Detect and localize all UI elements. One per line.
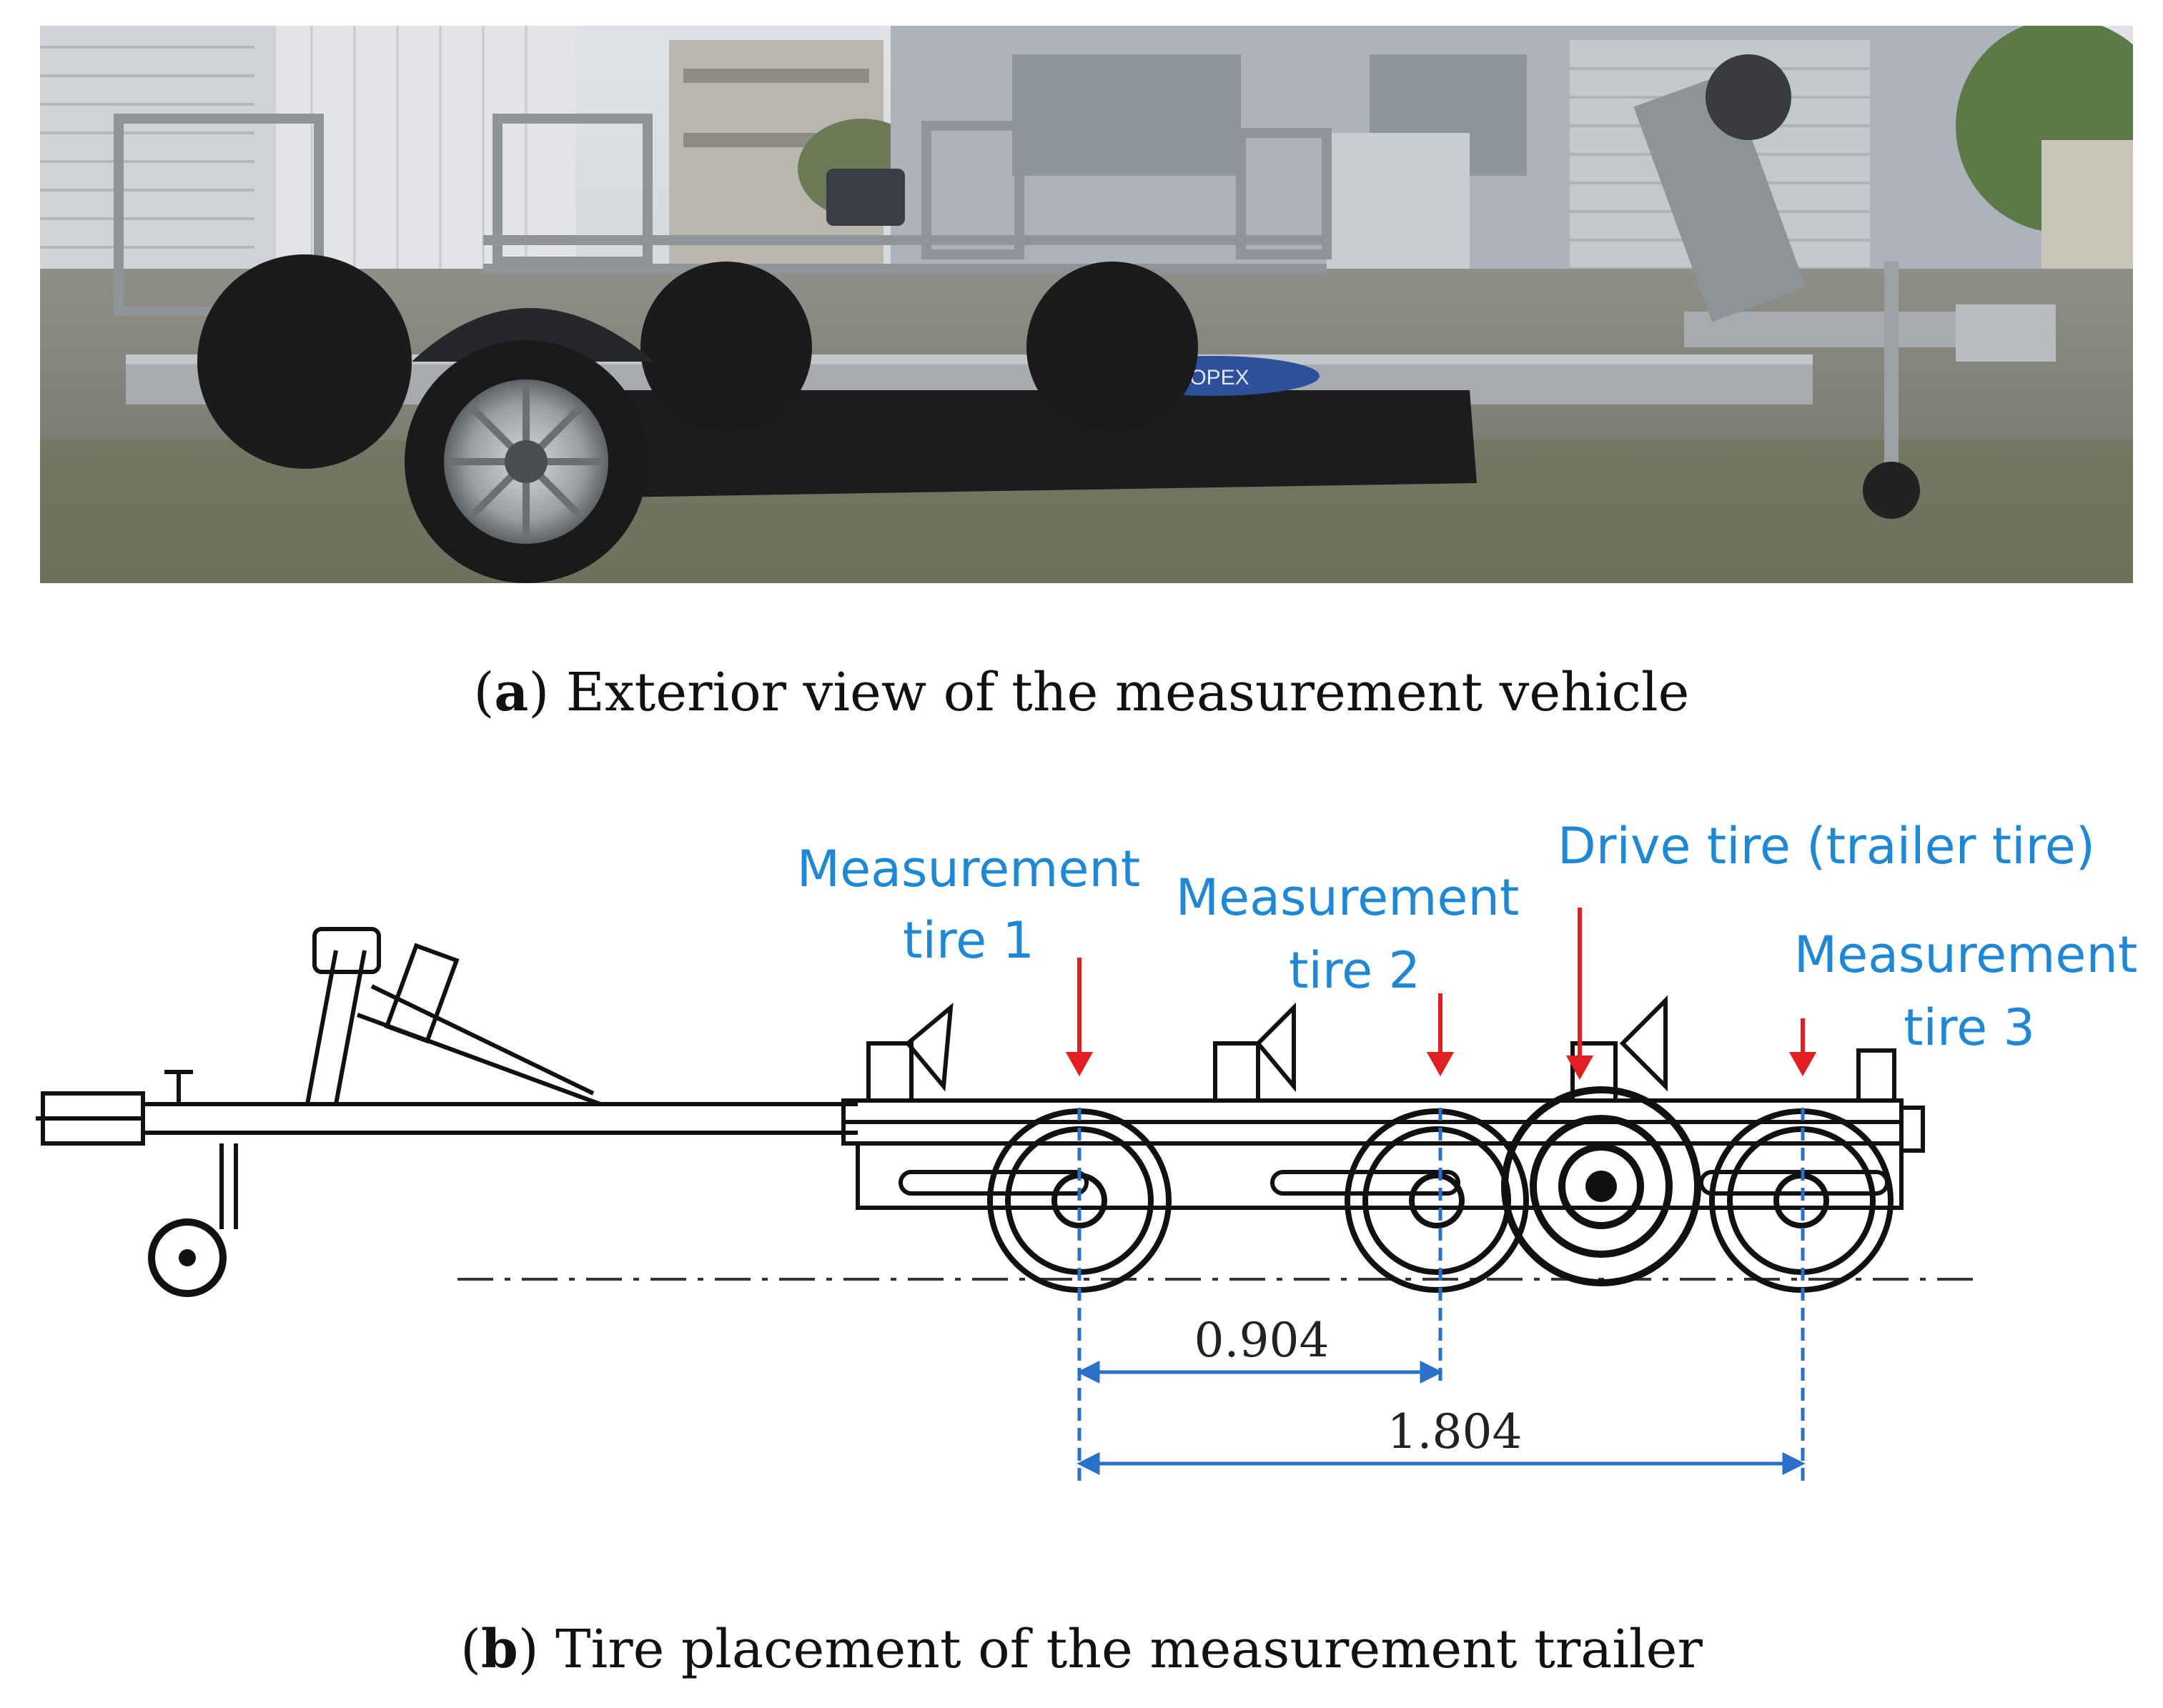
label-tire-1-line2: tire 1 — [903, 911, 1034, 970]
dimension-label-1804: 1.804 — [1387, 1404, 1523, 1459]
caption-a: (a) Exterior view of the measurement veh… — [473, 662, 1690, 723]
label-tire-2-line1: Measurement — [1176, 868, 1520, 927]
caption-b: (b) Tire placement of the measurement tr… — [460, 1619, 1703, 1680]
label-tire-3-line1: Measurement — [1794, 925, 2138, 984]
vehicle-photo: SOPEX — [40, 26, 2133, 583]
caption-a-text: Exterior view of the measurement vehicle — [565, 662, 1690, 723]
label-tire-2-line2: tire 2 — [1289, 941, 1420, 1000]
trailer-drawing: Measurement tire 1 Measurement tire 2 Dr… — [36, 817, 2138, 1486]
caption-b-text: Tire placement of the measurement traile… — [555, 1619, 1703, 1680]
label-tire-3-line2: tire 3 — [1904, 998, 2035, 1057]
trailer-chassis — [841, 995, 1925, 1210]
wheel-drive — [1501, 1086, 1701, 1286]
dimension-lines — [1076, 1108, 1806, 1486]
red-arrows — [1065, 908, 1817, 1081]
wheel-measurement-2 — [1345, 1108, 1529, 1293]
caption-b-label: b — [481, 1619, 518, 1680]
jockey-wheel — [148, 1218, 227, 1297]
trailer-tongue — [36, 927, 858, 1229]
label-tire-1-line1: Measurement — [797, 840, 1141, 898]
label-drive-tire: Drive tire (trailer tire) — [1558, 817, 2095, 875]
caption-a-label: a — [494, 662, 529, 723]
dimension-label-0904: 0.904 — [1194, 1313, 1330, 1368]
